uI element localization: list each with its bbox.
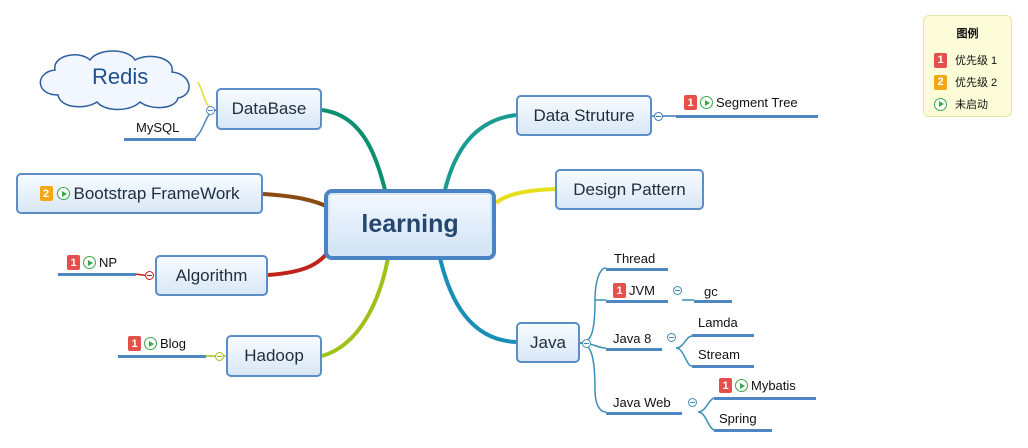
legend-title: 图例: [956, 28, 979, 40]
redis-subtopic[interactable]: Redis: [92, 64, 148, 90]
blog-subtopic[interactable]: 1 Blog: [128, 336, 186, 351]
jvm-underline: [606, 300, 668, 303]
topic-java[interactable]: Java: [516, 322, 580, 363]
priority-1-icon: 1: [128, 336, 141, 351]
legend-item-label: 未启动: [955, 99, 988, 111]
blog-label: Blog: [160, 336, 187, 351]
jvm-label: JVM: [629, 283, 655, 298]
not-started-icon: [735, 379, 748, 392]
topic-data-structure[interactable]: Data Struture: [516, 95, 652, 136]
lamda-underline: [692, 334, 754, 337]
mybatis-underline: [714, 397, 816, 400]
redis-cloud-shape: [39, 50, 190, 111]
java-web-underline: [606, 412, 682, 415]
java-web-subtopic[interactable]: Java Web: [613, 395, 671, 410]
gc-label: gc: [704, 284, 718, 299]
central-topic[interactable]: learning: [324, 189, 496, 260]
blog-underline: [118, 355, 206, 358]
java8-underline: [606, 348, 662, 351]
segment-tree-underline: [676, 115, 818, 118]
topic-bootstrap[interactable]: 2 Bootstrap FrameWork: [16, 173, 263, 214]
gc-underline: [694, 300, 732, 303]
database-collapse-knob[interactable]: [206, 106, 215, 115]
java8-label: Java 8: [613, 331, 652, 346]
java-web-label: Java Web: [613, 395, 671, 410]
mybatis-subtopic[interactable]: 1 Mybatis: [719, 378, 796, 393]
lamda-label: Lamda: [698, 315, 738, 330]
mybatis-label: Mybatis: [751, 378, 796, 393]
redis-label: Redis: [92, 64, 149, 89]
spring-underline: [714, 429, 772, 432]
topic-java-label: Java: [530, 332, 566, 352]
mysql-underline: [124, 138, 196, 141]
topic-hadoop-label: Hadoop: [244, 346, 304, 365]
legend-item-label: 优先级 2: [955, 77, 998, 89]
mysql-subtopic[interactable]: MySQL: [136, 120, 179, 135]
jvm-collapse-knob[interactable]: [673, 286, 682, 295]
legend-item-not-started: 未启动: [934, 96, 988, 112]
priority-1-icon: 1: [719, 378, 732, 393]
segment-tree-label: Segment Tree: [716, 95, 798, 110]
not-started-icon: [83, 256, 96, 269]
priority-1-icon: 1: [934, 52, 947, 68]
jvm-subtopic[interactable]: 1 JVM: [613, 283, 655, 298]
gc-subtopic[interactable]: gc: [704, 284, 718, 299]
topic-database[interactable]: DataBase: [216, 88, 322, 130]
java-web-collapse-knob[interactable]: [688, 398, 697, 407]
legend-item-priority-2: 2 优先级 2: [934, 74, 997, 90]
np-subtopic[interactable]: 1 NP: [67, 255, 117, 270]
legend-item-priority-1: 1 优先级 1: [934, 52, 997, 68]
stream-subtopic[interactable]: Stream: [698, 347, 740, 362]
thread-subtopic[interactable]: Thread: [614, 251, 655, 266]
legend-item-label: 优先级 1: [955, 55, 998, 67]
hadoop-collapse-knob[interactable]: [215, 352, 224, 361]
legend-panel: 图例 1 优先级 1 2 优先级 2 未启动: [923, 15, 1012, 117]
data-structure-collapse-knob[interactable]: [654, 112, 663, 121]
lamda-subtopic[interactable]: Lamda: [698, 315, 738, 330]
priority-2-icon: 2: [39, 186, 53, 201]
topic-database-label: DataBase: [231, 99, 307, 118]
stream-underline: [692, 365, 754, 368]
priority-1-icon: 1: [613, 283, 626, 298]
priority-1-icon: 1: [67, 255, 80, 270]
not-started-icon: [56, 187, 70, 200]
segment-tree-subtopic[interactable]: 1 Segment Tree: [684, 95, 798, 110]
priority-1-icon: 1: [684, 95, 697, 110]
priority-2-icon: 2: [934, 74, 947, 90]
topic-design-pattern-label: Design Pattern: [573, 179, 686, 199]
not-started-icon: [934, 97, 947, 111]
spring-subtopic[interactable]: Spring: [719, 411, 757, 426]
spring-label: Spring: [719, 411, 757, 426]
topic-data-structure-label: Data Struture: [533, 105, 635, 125]
thread-underline: [606, 268, 668, 271]
algorithm-collapse-knob[interactable]: [145, 271, 154, 280]
java-collapse-knob[interactable]: [582, 339, 591, 348]
topic-algorithm[interactable]: Algorithm: [155, 255, 268, 296]
topic-bootstrap-label: Bootstrap FrameWork: [73, 183, 240, 203]
topic-design-pattern[interactable]: Design Pattern: [555, 169, 704, 210]
thread-label: Thread: [614, 251, 656, 266]
not-started-icon: [144, 337, 157, 350]
not-started-icon: [700, 96, 713, 109]
stream-label: Stream: [698, 347, 740, 362]
java8-subtopic[interactable]: Java 8: [613, 331, 651, 346]
mysql-label: MySQL: [136, 120, 180, 135]
topic-hadoop[interactable]: Hadoop: [226, 335, 322, 377]
np-underline: [58, 273, 136, 276]
central-topic-label: learning: [361, 210, 459, 238]
topic-algorithm-label: Algorithm: [175, 265, 248, 285]
java8-collapse-knob[interactable]: [667, 333, 676, 342]
np-label: NP: [99, 255, 118, 270]
